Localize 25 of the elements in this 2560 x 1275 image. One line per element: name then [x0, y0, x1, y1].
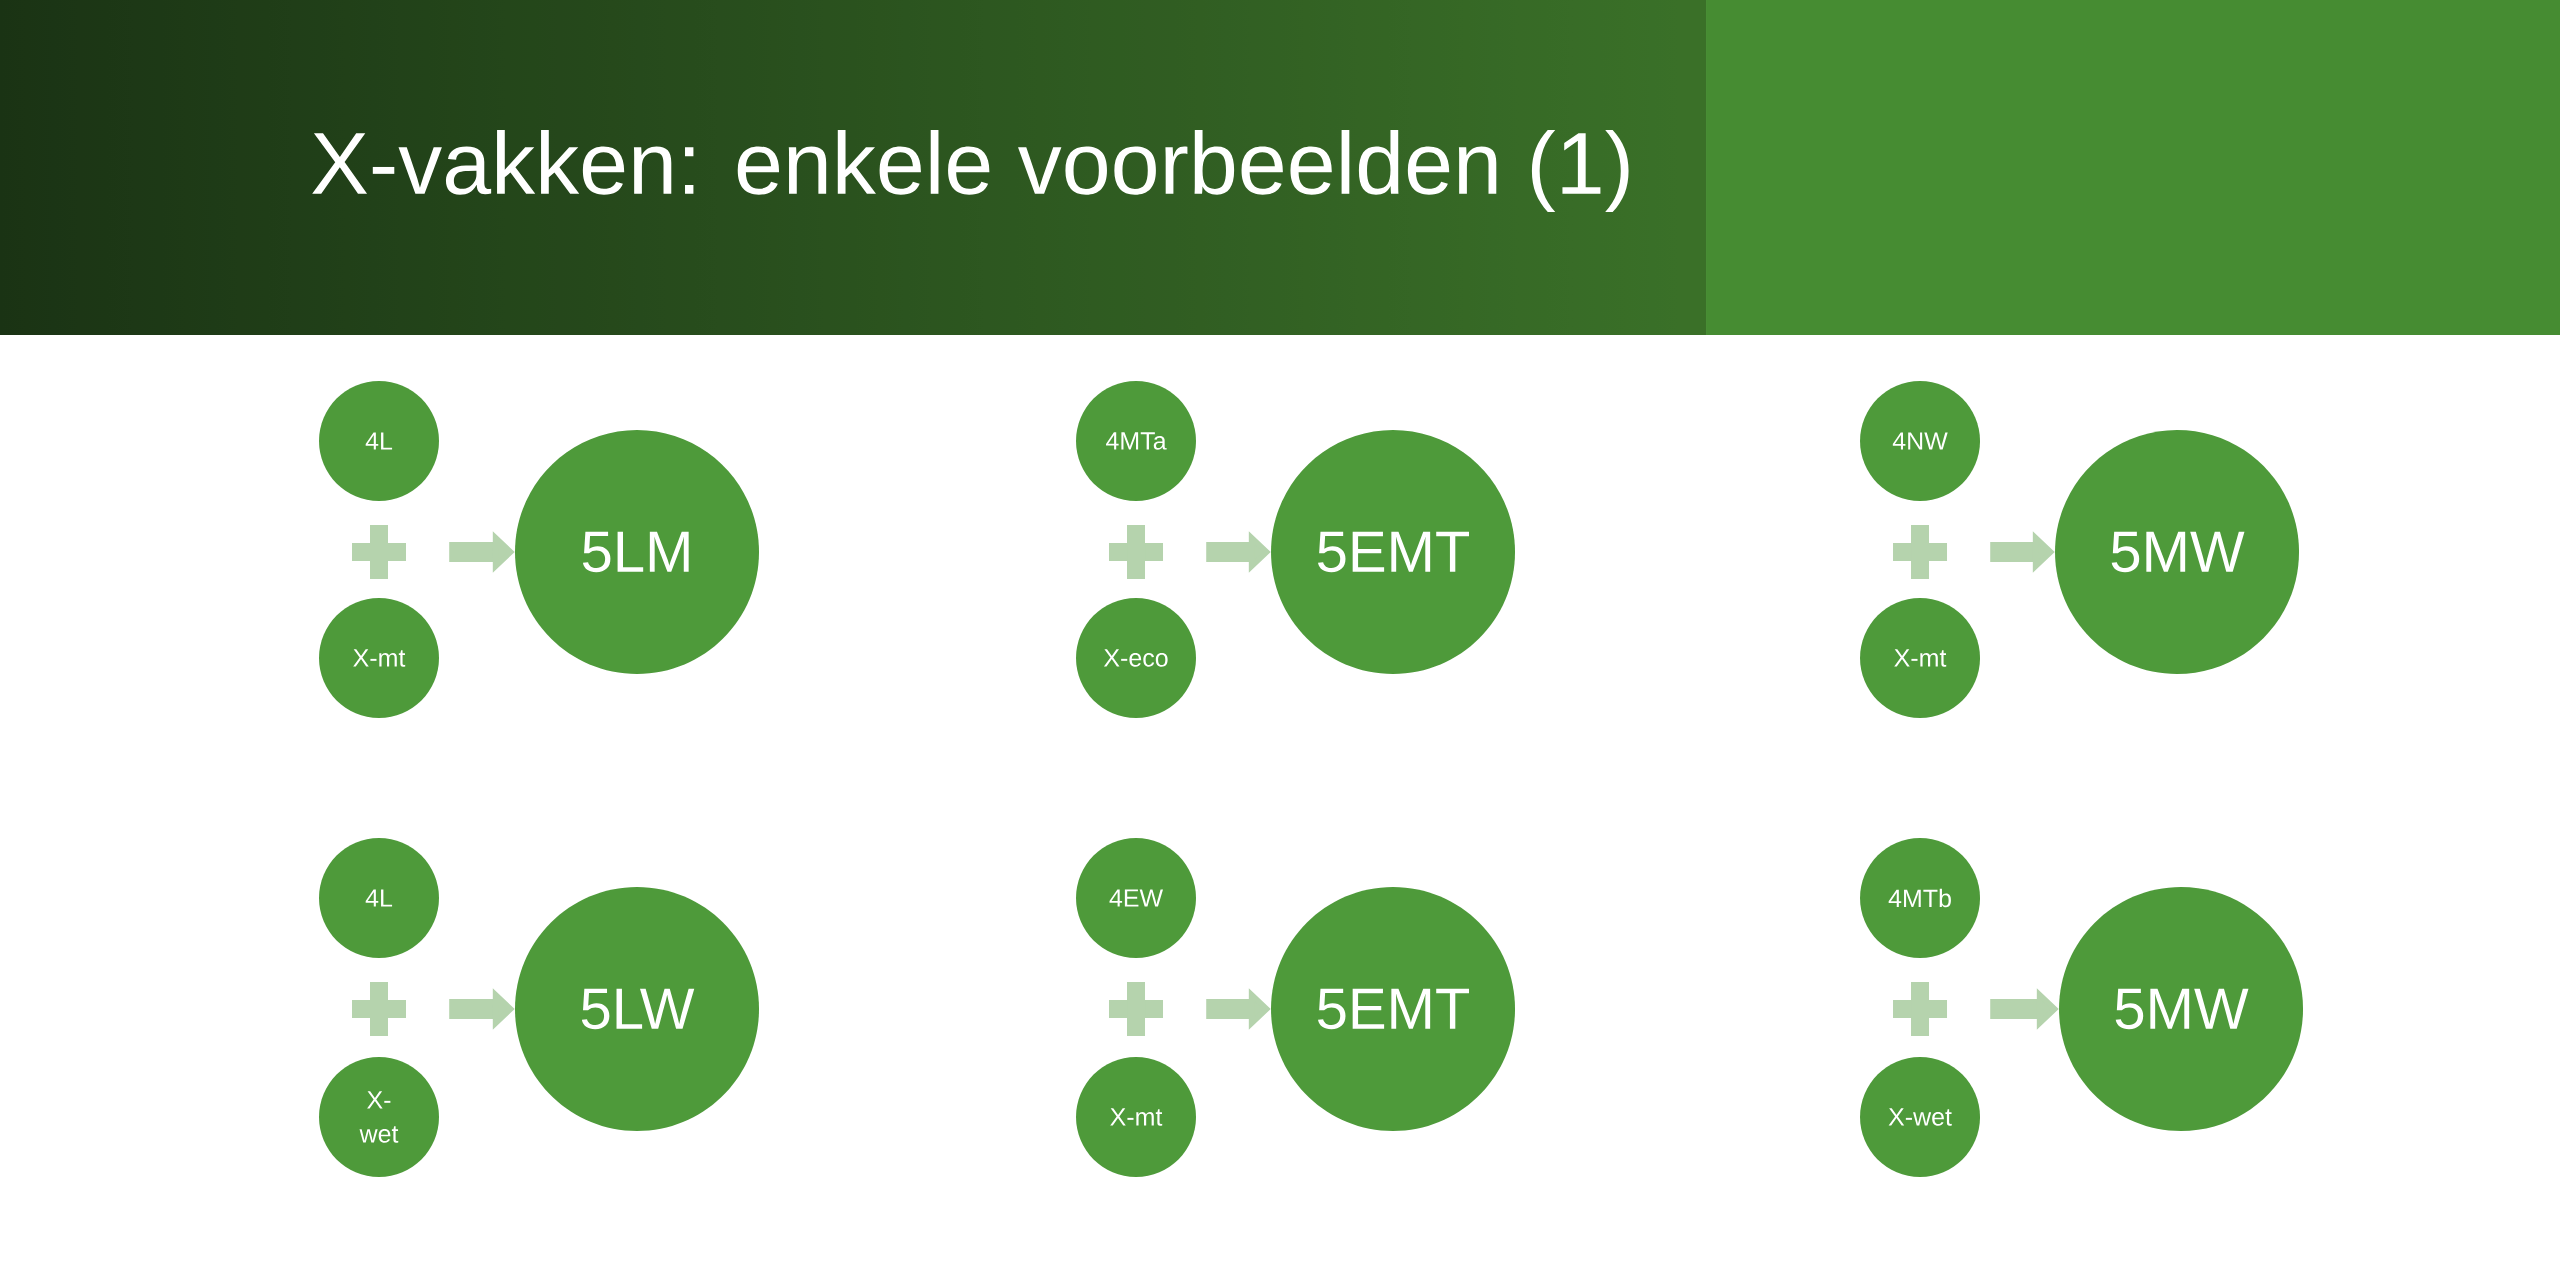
circle-node: 5LM	[515, 430, 759, 674]
circle-node: X-eco	[1076, 598, 1196, 718]
circle-node: X-mt	[319, 598, 439, 718]
circle-node: X-wet	[319, 1057, 439, 1177]
circle-node: 4L	[319, 381, 439, 501]
circle-node: 4L	[319, 838, 439, 958]
plus-sign	[352, 982, 406, 1036]
circle-node: 5EMT	[1271, 430, 1515, 674]
plus-sign	[1109, 525, 1163, 579]
circle-node: X-mt	[1076, 1057, 1196, 1177]
plus-sign	[1109, 982, 1163, 1036]
circle-node: 4EW	[1076, 838, 1196, 958]
circle-node: 4MTb	[1860, 838, 1980, 958]
circle-node: 5MW	[2055, 430, 2300, 674]
circle-node: 5LW	[515, 887, 759, 1131]
title: X-vakken: enkele voorbeelden (1)	[312, 130, 1629, 212]
plus-sign	[352, 525, 406, 579]
circle-node: 5MW	[2059, 887, 2304, 1131]
plus-sign	[1893, 982, 1947, 1036]
circle-node: X-mt	[1860, 598, 1980, 718]
circle-node: X-wet	[1860, 1057, 1980, 1177]
circle-node: 4MTa	[1076, 381, 1196, 501]
circle-node: 5EMT	[1271, 887, 1515, 1131]
plus-sign	[1893, 525, 1947, 579]
circle-node: 4NW	[1860, 381, 1980, 501]
